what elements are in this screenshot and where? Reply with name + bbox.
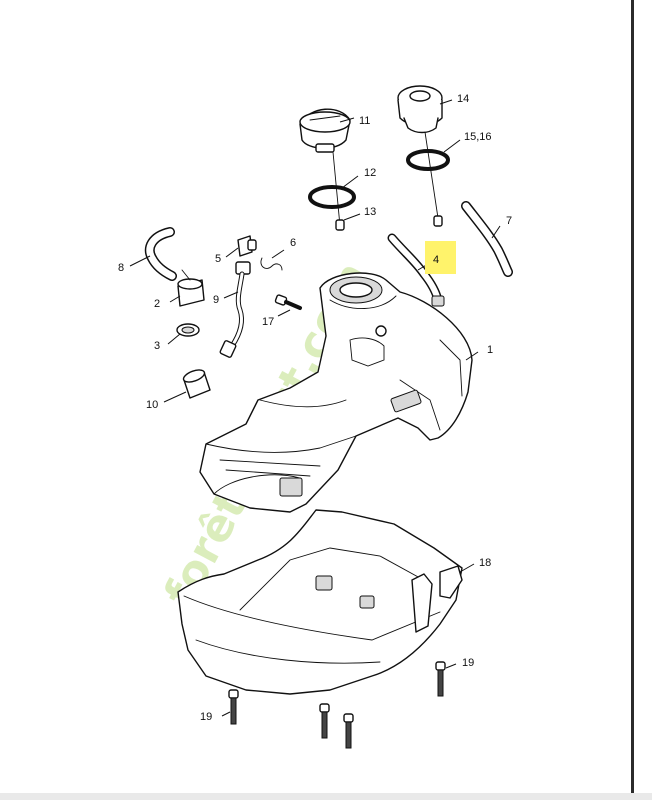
callout-15-16: 15,16 xyxy=(464,131,492,143)
part-19-screw-b[interactable] xyxy=(319,703,330,739)
callout-1: 1 xyxy=(487,344,493,356)
part-5-elbow-fitting[interactable] xyxy=(237,235,257,257)
callout-9: 9 xyxy=(213,294,219,306)
part-6-clip[interactable] xyxy=(260,257,283,271)
callout-18: 18 xyxy=(479,557,491,569)
highlight-box-part-4 xyxy=(425,241,456,274)
part-19-screw-a[interactable] xyxy=(228,689,239,725)
part-17-screw[interactable] xyxy=(274,294,302,310)
callout-17: 17 xyxy=(262,316,274,328)
callout-13: 13 xyxy=(364,206,376,218)
part-1-fuel-tank[interactable] xyxy=(199,272,473,513)
part-9-pickup-line[interactable] xyxy=(219,261,251,358)
part-15-16-vent-rod[interactable] xyxy=(424,131,443,227)
callout-10: 10 xyxy=(146,399,158,411)
part-7-hose[interactable] xyxy=(461,201,513,277)
part-19-screw-d[interactable] xyxy=(435,661,446,697)
bottom-divider xyxy=(0,793,652,800)
part-12-o-ring[interactable] xyxy=(308,185,356,209)
leader-lines xyxy=(129,99,501,717)
part-2-fitting[interactable] xyxy=(177,269,205,307)
callout-14: 14 xyxy=(457,93,469,105)
part-18-lower-housing[interactable] xyxy=(177,509,463,695)
part-3-grommet[interactable] xyxy=(176,323,200,337)
page-frame xyxy=(631,0,634,800)
callout-2: 2 xyxy=(154,298,160,310)
part-8-fuel-line[interactable] xyxy=(144,227,177,281)
callout-12: 12 xyxy=(364,167,376,179)
part-19-screw-c[interactable] xyxy=(343,713,354,749)
part-4-hose[interactable] xyxy=(387,233,445,307)
callout-3: 3 xyxy=(154,340,160,352)
part-10-fuel-filter[interactable] xyxy=(182,368,211,399)
part-13-retainer-rod[interactable] xyxy=(332,151,345,231)
part-14-vent-cap[interactable] xyxy=(397,85,443,134)
part-11-fuel-cap[interactable] xyxy=(299,108,351,153)
callout-8: 8 xyxy=(118,262,124,274)
callout-19-left: 19 xyxy=(200,711,212,723)
callout-7: 7 xyxy=(506,215,512,227)
callout-19-right: 19 xyxy=(462,657,474,669)
callout-11: 11 xyxy=(359,115,370,127)
callout-4: 4 xyxy=(433,254,439,266)
callout-labels: 1 2 3 4 5 6 7 8 9 10 11 12 13 14 15,16 1… xyxy=(118,93,512,723)
callout-5: 5 xyxy=(215,253,221,265)
callout-6: 6 xyxy=(290,237,296,249)
